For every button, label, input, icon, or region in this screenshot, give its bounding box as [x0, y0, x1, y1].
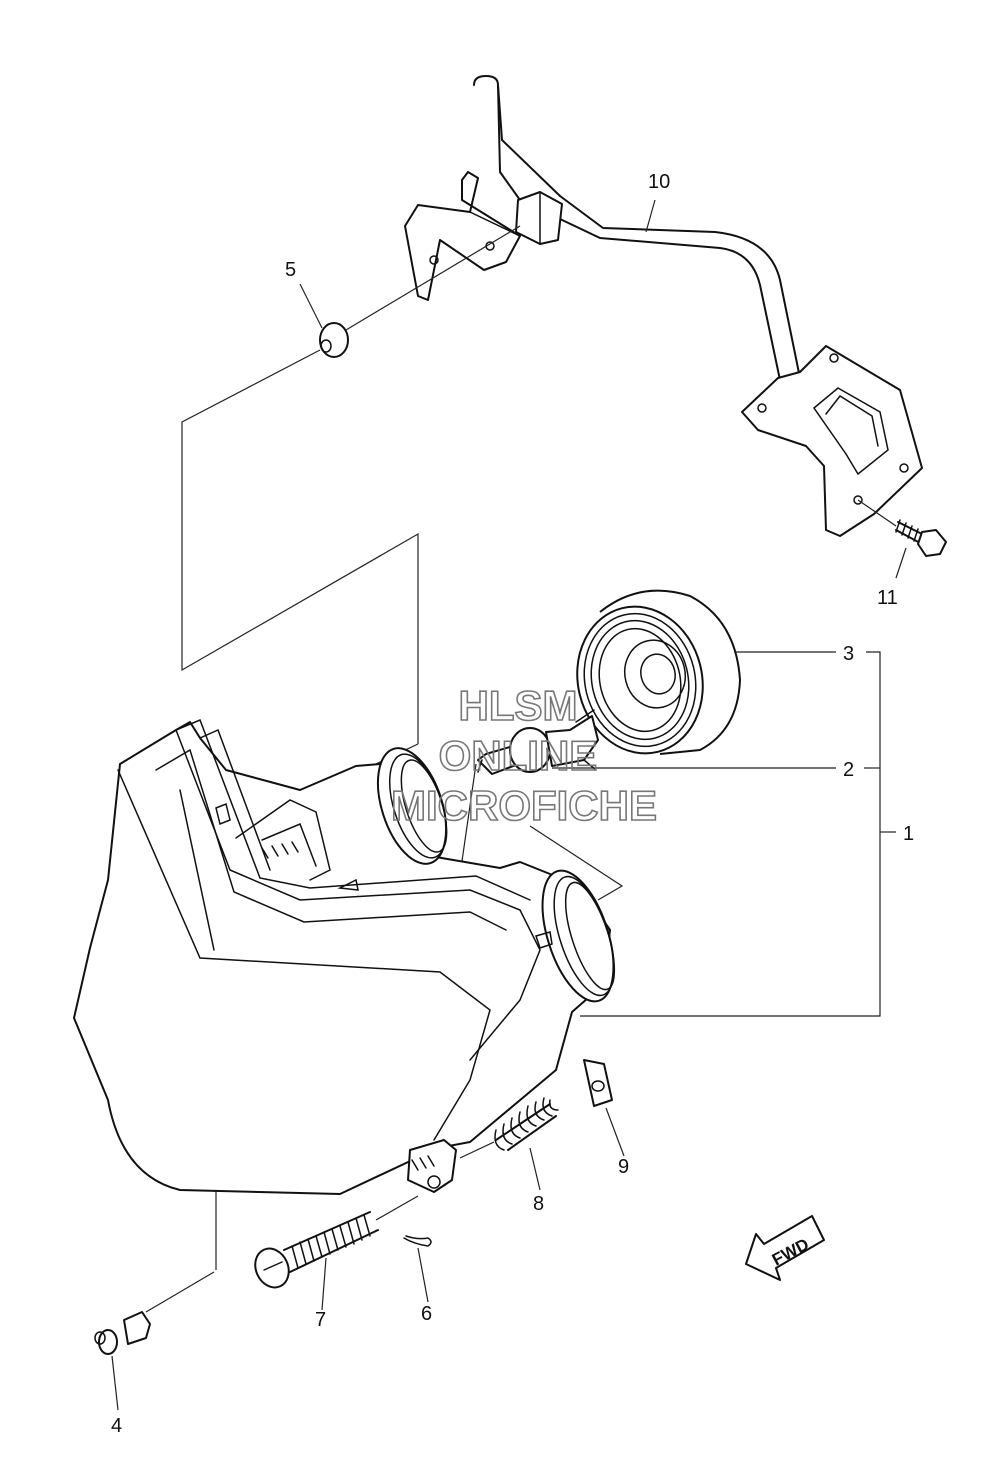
callout-10: 10 [648, 171, 670, 193]
callout-3: 3 [843, 643, 854, 665]
adjusting-screw-7 [254, 1195, 419, 1289]
grommet-5 [319, 225, 521, 358]
callout-7: 7 [315, 1309, 326, 1331]
watermark-line-3: MICROFICHE [391, 782, 657, 829]
lamp-cover-3 [576, 589, 741, 755]
cotter-pin-6 [403, 1235, 432, 1247]
callout-11: 11 [877, 587, 898, 609]
forward-direction-arrow: FWD [745, 1215, 825, 1281]
callout-8: 8 [533, 1193, 544, 1215]
callout-4: 4 [111, 1415, 122, 1437]
watermark-line-2: ONLINE [439, 732, 598, 779]
callout-5: 5 [285, 259, 296, 281]
bulb-2 [477, 709, 599, 775]
leader-lines [111, 199, 907, 1411]
headlight-housing [73, 719, 616, 1195]
callout-9: 9 [618, 1156, 629, 1178]
headlight-stay-bracket [404, 75, 923, 537]
callout-numbers: 10 5 11 3 2 1 9 8 6 7 4 [111, 171, 914, 1437]
rivet-4 [94, 1311, 151, 1355]
callout-1: 1 [903, 823, 914, 845]
flange-bolt-11 [857, 499, 947, 557]
callout-6: 6 [421, 1303, 432, 1325]
watermark-line-1: HLSM [459, 682, 578, 729]
watermark: HLSM ONLINE MICROFICHE [390, 681, 658, 830]
callout-2: 2 [843, 759, 854, 781]
spring-8 [459, 1097, 559, 1159]
clip-9 [583, 1059, 613, 1107]
